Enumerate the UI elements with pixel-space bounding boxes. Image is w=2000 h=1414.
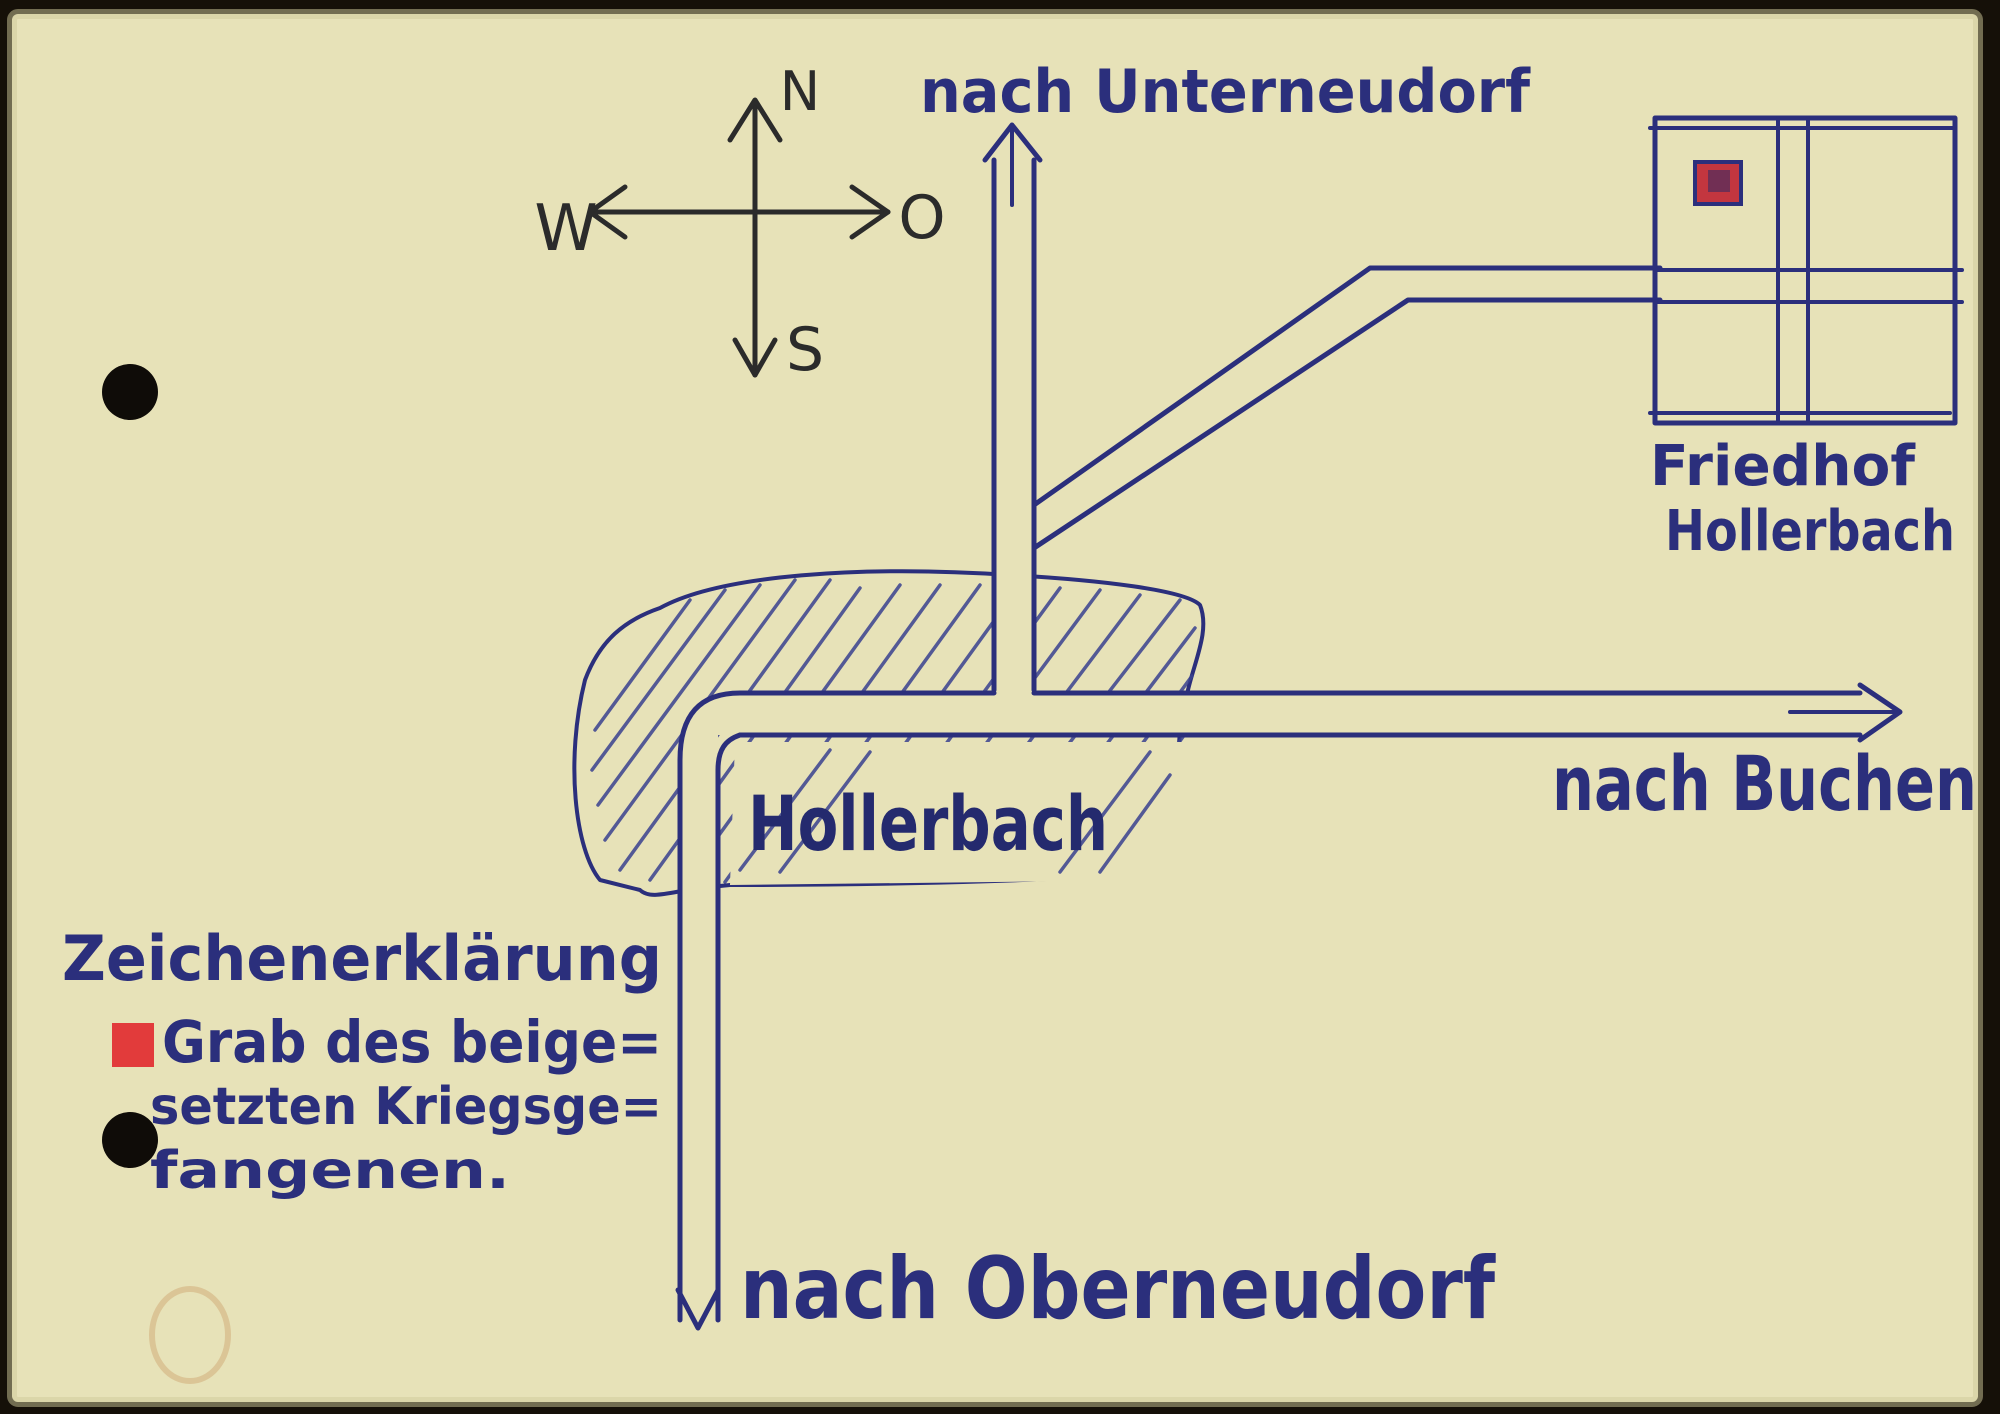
punch-hole-top [102,364,158,420]
label-cemetery-line1: Friedhof [1650,434,1916,499]
road-fill-diagonal [1034,268,1660,548]
compass-east-label: O [898,183,945,253]
compass-rose: N W O S [534,60,945,385]
cemetery-plan [1648,115,1964,426]
legend-line-1: Grab des beige= [162,1008,662,1076]
label-to-oberneudorf: nach Oberneudorf [740,1239,1496,1339]
compass-north-label: N [780,60,820,123]
label-to-buchen: nach Buchen [1552,739,1977,828]
legend-title: Zeichenerklärung [62,922,662,995]
road-cemetery-lower-edge [1031,297,1663,551]
village-label-box-hatching [738,748,1172,874]
legend: Zeichenerklärung Grab des beige= setzten… [62,922,662,1201]
compass-arrows-icon [587,97,891,378]
road-south-inner-edge [715,732,743,1323]
punch-hole-bottom [102,1112,158,1168]
compass-south-label: S [786,315,824,385]
road-cemetery-upper-edge [1031,265,1663,508]
road-south-outer-edge [677,690,997,1323]
compass-west-label: W [534,192,597,266]
roads [675,122,1903,1331]
paper-edge-shadow [7,9,1983,1407]
red-square-icon [112,1023,154,1067]
north-arrow-head-icon [982,122,1043,163]
legend-line-2: setzten Kriegsge= [150,1077,662,1137]
south-arrow-head-icon [675,1287,721,1331]
grave-marker-shadow [1708,170,1730,192]
label-to-unterneudorf: nach Unterneudorf [920,57,1531,127]
label-village-hollerbach: Hollerbach [748,779,1108,868]
paper-stain [149,1286,231,1384]
legend-line-3: fangenen. [150,1141,510,1201]
label-cemetery-line2: Hollerbach [1665,499,1955,564]
